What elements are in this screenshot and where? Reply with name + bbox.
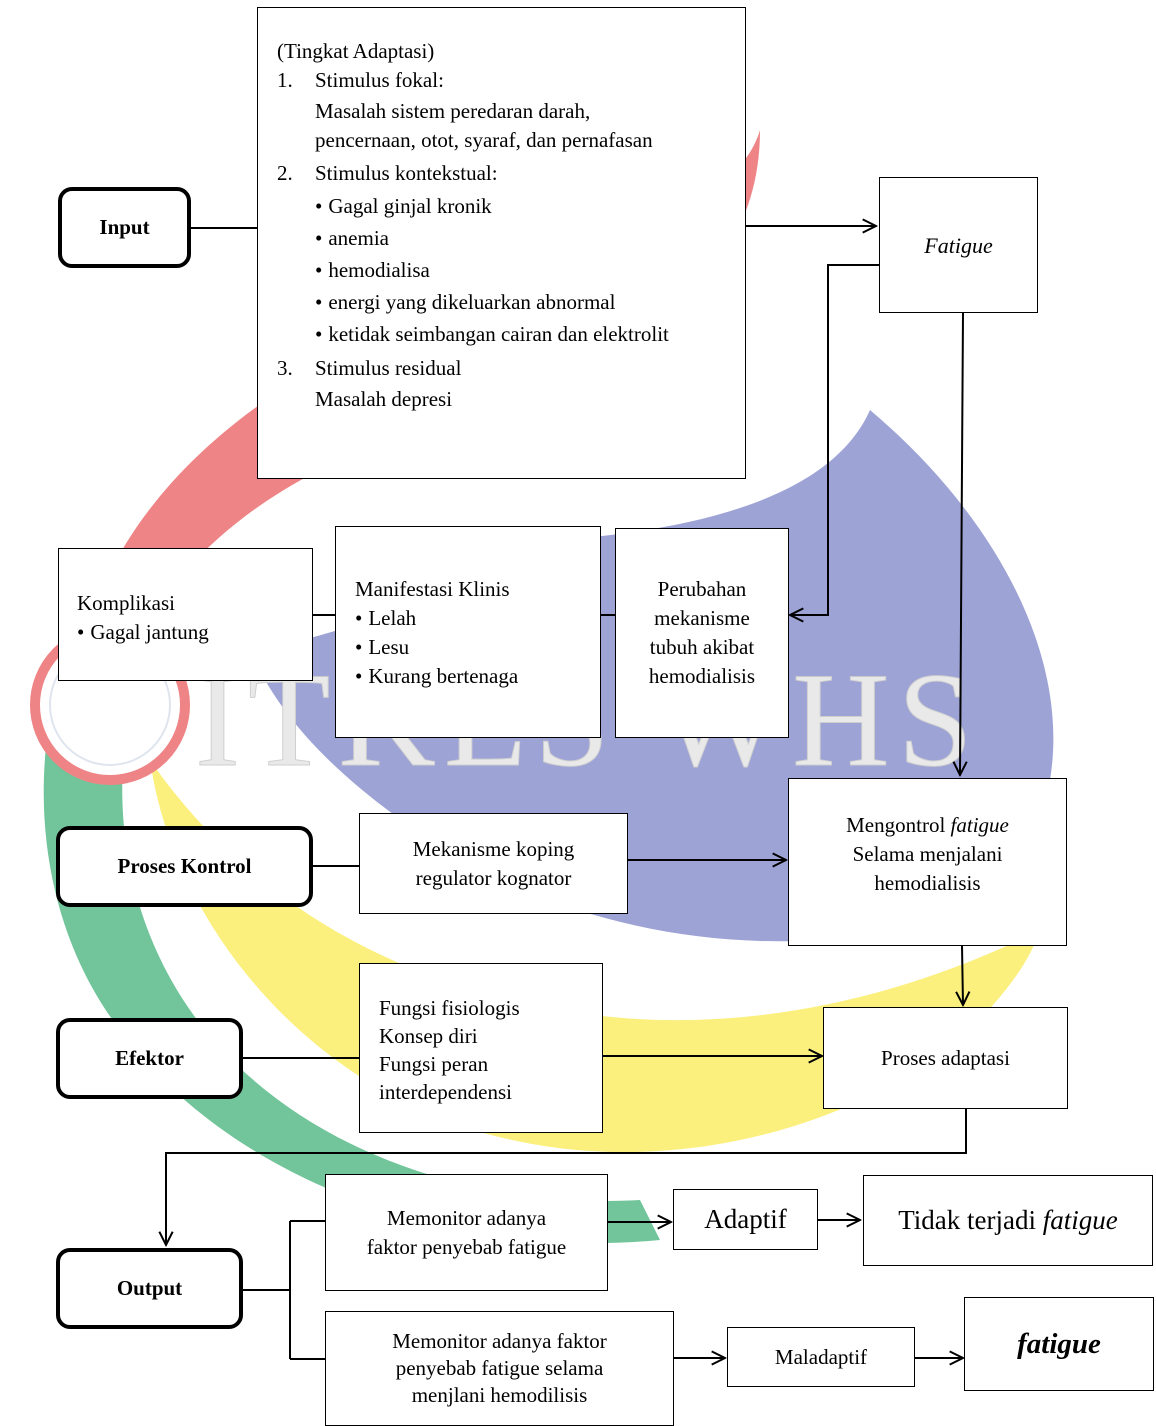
- stimulus-bullet: ketidak seimbangan cairan dan elektrolit: [315, 318, 733, 350]
- fatigue-box-text: Fatigue: [924, 232, 993, 258]
- stimulus-title: (Tingkat Adaptasi): [277, 39, 435, 63]
- mekanisme-koping-line: Mekanisme koping: [412, 836, 575, 861]
- manifestasi-title: Manifestasi Klinis: [355, 577, 510, 601]
- manifestasi-list: LelahLesuKurang bertenaga: [355, 604, 600, 691]
- stimulus-bullet: energi yang dikeluarkan abnormal: [315, 286, 733, 318]
- fatigue-final-box: fatigue: [964, 1297, 1154, 1391]
- perubahan-box: Perubahan mekanisme tubuh akibat hemodialis…: [615, 528, 789, 738]
- komplikasi-box: Komplikasi Gagal jantung: [58, 548, 313, 681]
- memonitor2-line: Memonitor adanya faktor: [392, 1329, 607, 1353]
- mekanisme-koping-line: regulator kognator: [415, 865, 572, 890]
- stimulus-number: 1.: [277, 68, 293, 92]
- memonitor-box-2: Memonitor adanya faktor penyebab fatigue …: [325, 1311, 674, 1426]
- stimulus-label: Stimulus kontekstual:: [315, 161, 498, 185]
- manifestasi-box: Manifestasi Klinis LelahLesuKurang berte…: [335, 526, 601, 738]
- komplikasi-title: Komplikasi: [77, 591, 175, 615]
- stimulus-label: Stimulus fokal:: [315, 68, 444, 92]
- fungsi-line: Fungsi peran: [379, 1052, 489, 1076]
- manifestasi-item: Kurang bertenaga: [355, 662, 600, 691]
- mengontrol-prefix: Mengontrol: [846, 812, 951, 837]
- komplikasi-list: Gagal jantung: [77, 618, 312, 647]
- stimulus-bullets: Gagal ginjal kronikanemiahemodialisaener…: [315, 190, 733, 350]
- proses-adaptasi-text: Proses adaptasi: [881, 1045, 1010, 1070]
- stimulus-bullet: hemodialisa: [315, 254, 733, 286]
- maladaptif-box: Maladaptif: [727, 1327, 915, 1387]
- stimulus-line: pencernaan, otot, syaraf, dan pernafasan: [315, 128, 653, 152]
- manifestasi-item: Lelah: [355, 604, 600, 633]
- stimulus-bullet: Gagal ginjal kronik: [315, 190, 733, 222]
- stimulus-bullet: anemia: [315, 222, 733, 254]
- stimulus-box: (Tingkat Adaptasi) 1. Stimulus fokal: Masa…: [257, 7, 746, 479]
- stimulus-line: Masalah depresi: [315, 387, 453, 411]
- adaptif-text: Adaptif: [704, 1204, 787, 1234]
- memonitor1-line: Memonitor adanya: [386, 1205, 547, 1230]
- memonitor2-line: menjlani hemodilisis: [411, 1383, 588, 1407]
- proses-kontrol-label: Proses Kontrol: [56, 826, 313, 907]
- fatigue-box: Fatigue: [879, 177, 1038, 313]
- stimulus-body: Stimulus fokal: Masalah sistem peredaran …: [315, 66, 733, 155]
- stimulus-line: Masalah sistem peredaran darah,: [315, 99, 591, 123]
- mengontrol-italic: fatigue: [950, 812, 1009, 837]
- memonitor1-line: faktor penyebab fatigue: [366, 1234, 567, 1259]
- stimulus-label: Stimulus residual: [315, 356, 462, 380]
- mengontrol-line3: hemodialisis: [874, 870, 981, 895]
- input-label: Input: [58, 187, 191, 268]
- fatigue-final-text: fatigue: [1017, 1327, 1101, 1360]
- stimulus-body: Stimulus kontekstual: Gagal ginjal kronik…: [315, 159, 733, 350]
- manifestasi-item: Lesu: [355, 633, 600, 662]
- fungsi-line: interdependensi: [379, 1080, 512, 1104]
- mekanisme-koping-box: Mekanisme koping regulator kognator: [359, 813, 628, 914]
- tidak-terjadi-box: Tidak terjadi fatigue: [863, 1175, 1153, 1266]
- stimulus-number: 2.: [277, 161, 293, 185]
- proses-adaptasi-box: Proses adaptasi: [823, 1007, 1068, 1109]
- fungsi-line: Konsep diri: [379, 1024, 478, 1048]
- memonitor2-line: penyebab fatigue selama: [395, 1356, 604, 1380]
- perubahan-line: mekanisme: [654, 606, 750, 630]
- maladaptif-text: Maladaptif: [774, 1344, 868, 1369]
- fungsi-line: Fungsi fisiologis: [379, 996, 520, 1020]
- stimulus-item: 2. Stimulus kontekstual: Gagal ginjal kron…: [277, 159, 733, 350]
- memonitor-box-1: Memonitor adanya faktor penyebab fatigue: [325, 1174, 608, 1291]
- tidak-terjadi-italic: fatigue: [1042, 1205, 1118, 1235]
- perubahan-line: hemodialisis: [648, 664, 756, 688]
- stimulus-number: 3.: [277, 356, 293, 380]
- perubahan-line: Perubahan: [657, 577, 747, 601]
- komplikasi-item: Gagal jantung: [77, 618, 312, 647]
- efektor-label: Efektor: [56, 1018, 243, 1099]
- output-label: Output: [56, 1248, 243, 1329]
- stimulus-list: 1. Stimulus fokal: Masalah sistem peredara…: [277, 66, 733, 414]
- tidak-terjadi-prefix: Tidak terjadi: [898, 1205, 1043, 1235]
- stimulus-item: 1. Stimulus fokal: Masalah sistem peredara…: [277, 66, 733, 155]
- mengontrol-box: Mengontrol fatigue Selama menjalani hemo…: [788, 778, 1067, 946]
- perubahan-line: tubuh akibat: [649, 635, 755, 659]
- mengontrol-line2: Selama menjalani: [852, 841, 1003, 866]
- adaptif-box: Adaptif: [673, 1189, 818, 1250]
